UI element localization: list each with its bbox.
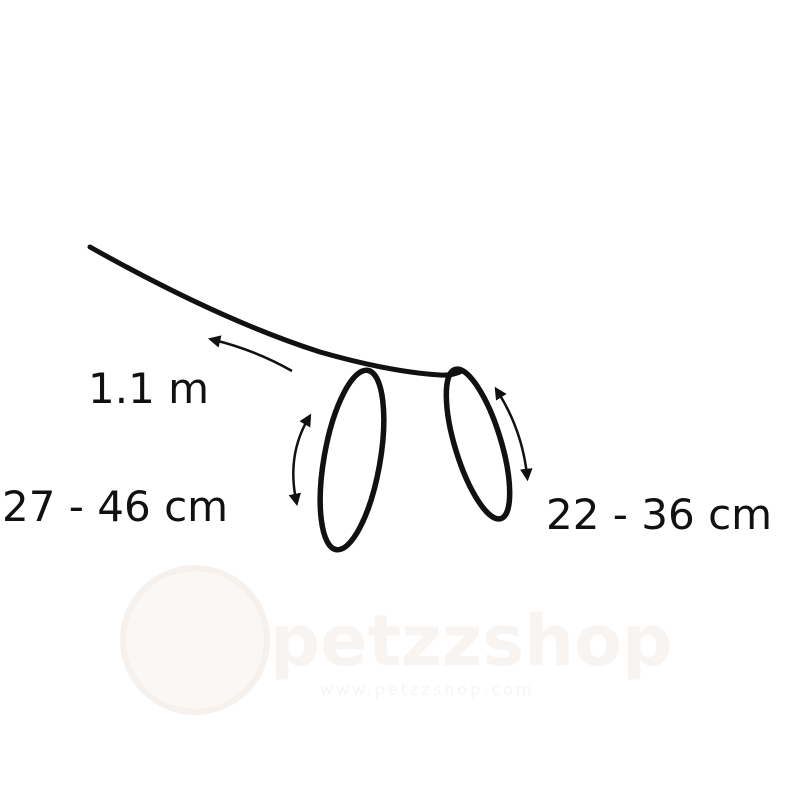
chest-adjust-arrow-icon	[494, 386, 533, 482]
neck-loop	[317, 367, 387, 553]
neck-range-label: 27 - 46 cm	[2, 482, 229, 531]
chest-loop	[443, 366, 513, 522]
lead-length-label: 1.1 m	[88, 364, 210, 413]
watermark-subtext: www.petzzshop.com	[320, 680, 535, 699]
watermark-text: petzzshop	[270, 600, 672, 682]
length-arrow-icon	[207, 335, 293, 373]
neck-adjust-arrow-icon	[288, 413, 312, 507]
leash-line	[87, 244, 465, 378]
watermark-logo: petzzshop www.petzzshop.com	[120, 565, 672, 715]
chest-range-label: 22 - 36 cm	[546, 490, 773, 539]
watermark-emblem	[120, 565, 270, 715]
